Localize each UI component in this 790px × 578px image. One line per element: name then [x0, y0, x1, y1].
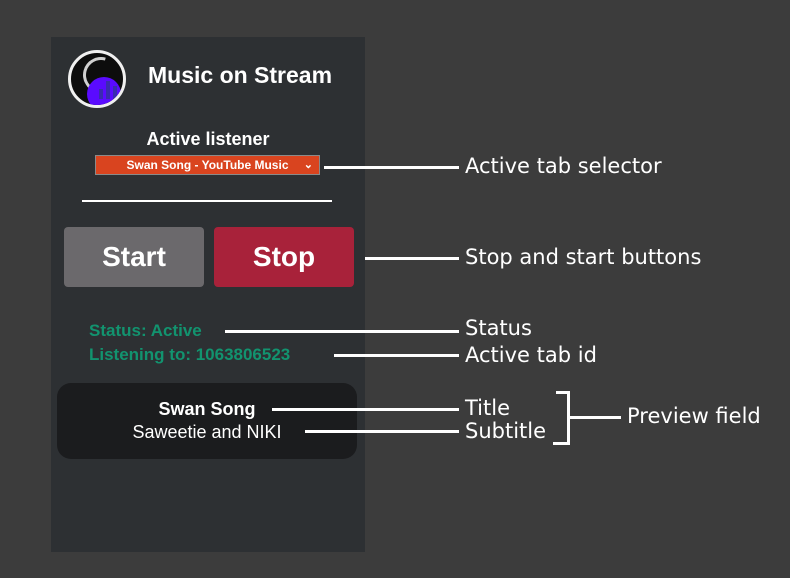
bracket-top [556, 391, 570, 394]
annotation-pointer-status [225, 330, 459, 333]
annotation-status: Status [465, 316, 532, 340]
preview-title: Swan Song [158, 399, 256, 419]
selected-tab-value: Swan Song - YouTube Music [126, 158, 289, 172]
listening-tab-id: Listening to: 1063806523 [89, 345, 291, 364]
annotation-pointer-subtitle [305, 430, 459, 433]
annotation-pointer-tab-id [334, 354, 459, 357]
active-listener-label: Active listener [146, 129, 270, 149]
obs-music-logo-icon [68, 50, 126, 108]
active-tab-select[interactable]: Swan Song - YouTube Music ⌄ [95, 155, 320, 175]
divider [82, 200, 332, 202]
annotation-subtitle: Subtitle [465, 419, 547, 443]
extension-popup-panel [51, 37, 365, 552]
annotation-preview-field: Preview field [627, 404, 761, 428]
bracket [567, 391, 570, 445]
annotation-pointer-selector [324, 166, 459, 169]
stop-button[interactable]: Stop [214, 227, 354, 287]
start-button[interactable]: Start [64, 227, 204, 287]
annotation-pointer-title [272, 408, 459, 411]
status-text: Status: Active [89, 321, 202, 340]
annotation-buttons: Stop and start buttons [465, 245, 702, 269]
annotation-title: Title [465, 396, 511, 420]
annotation-selector: Active tab selector [465, 154, 662, 178]
annotation-pointer-preview [569, 416, 621, 419]
preview-subtitle: Saweetie and NIKI [132, 422, 282, 442]
preview-field: Swan Song Saweetie and NIKI [57, 383, 357, 459]
annotation-tab-id: Active tab id [465, 343, 597, 367]
bracket-bottom [553, 442, 570, 445]
chevron-down-icon: ⌄ [303, 159, 313, 171]
app-title: Music on Stream [148, 62, 333, 88]
annotation-pointer-buttons [365, 257, 459, 260]
